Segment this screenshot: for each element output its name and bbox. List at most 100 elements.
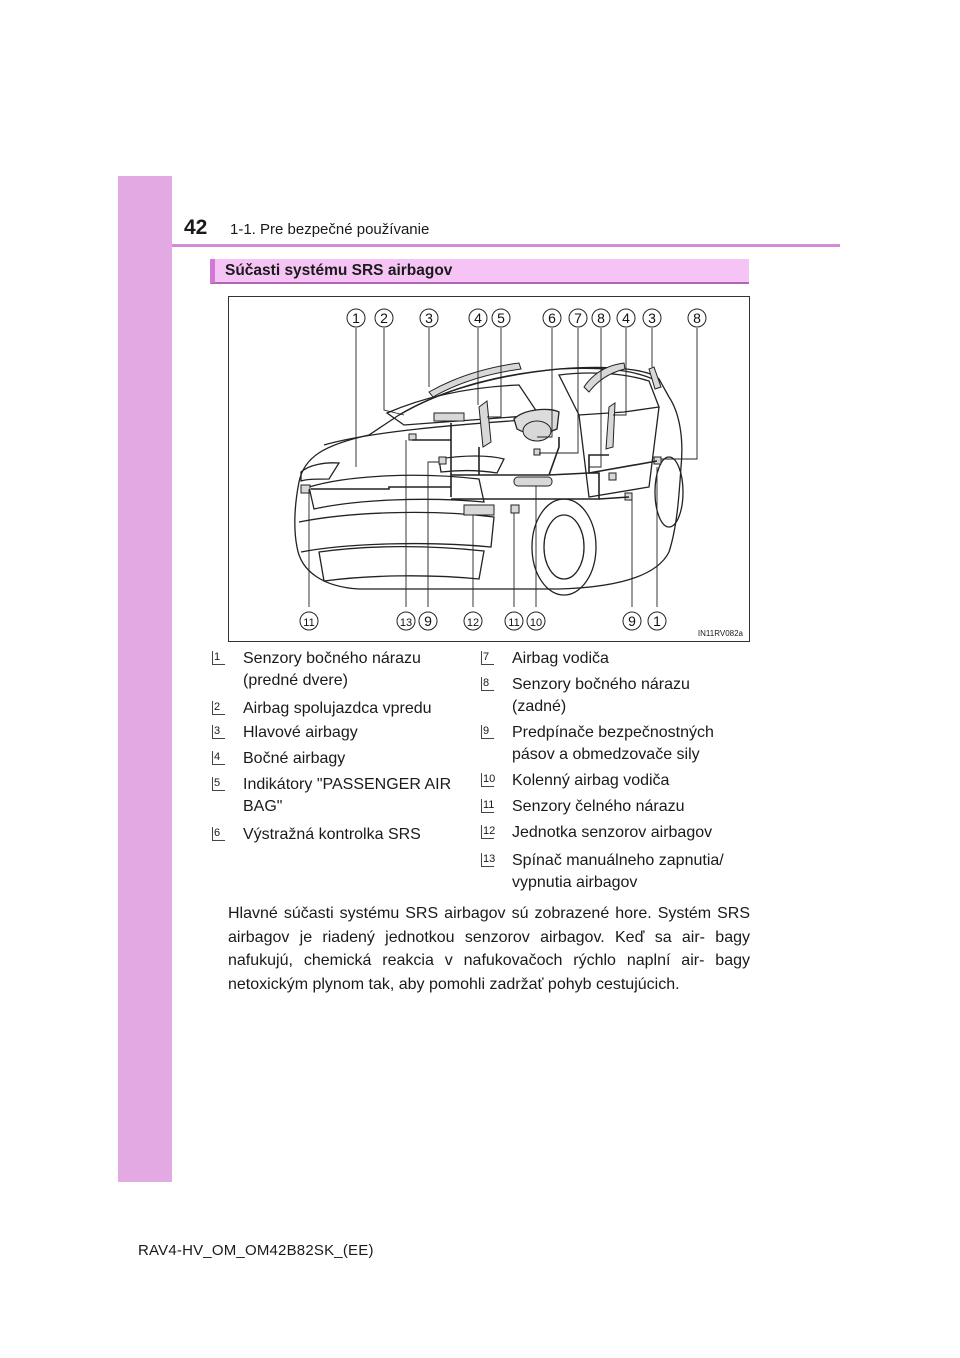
callout-circle bbox=[568, 308, 588, 328]
callout-circle bbox=[374, 308, 394, 328]
passenger-airbag bbox=[433, 412, 465, 422]
legend-number: 2 bbox=[212, 701, 225, 715]
callout-number: 8 bbox=[597, 310, 605, 326]
side-tab bbox=[118, 176, 172, 1182]
pretensioner-left bbox=[438, 456, 447, 465]
callout-circle bbox=[504, 611, 524, 631]
callout-number: 13 bbox=[400, 617, 412, 629]
legend-number: 10 bbox=[481, 773, 496, 787]
srs-warning-light bbox=[533, 448, 541, 456]
callout-circle bbox=[591, 308, 611, 328]
legend-number: 1 bbox=[212, 651, 225, 665]
legend-text: Airbag spolujazdca vpredu bbox=[243, 700, 432, 717]
legend-number: 6 bbox=[212, 827, 225, 841]
callout-number: 3 bbox=[425, 310, 433, 326]
headlight-right bbox=[438, 455, 505, 474]
callout-circle bbox=[616, 308, 636, 328]
legend-number: 7 bbox=[481, 651, 494, 665]
rear-wheel bbox=[654, 456, 684, 528]
legend-text: Spínač manuálneho zapnutia/ vypnutia air… bbox=[512, 852, 724, 891]
callout-circle bbox=[418, 611, 438, 631]
legend-number: 9 bbox=[481, 725, 494, 739]
callout-number: 9 bbox=[628, 613, 636, 629]
front-wheel bbox=[531, 498, 597, 596]
door-sensor-front bbox=[608, 472, 617, 481]
callout-number: 1 bbox=[352, 310, 360, 326]
side-window bbox=[558, 372, 660, 416]
front-grille bbox=[308, 474, 485, 510]
legend-number: 5 bbox=[212, 777, 225, 791]
curtain-airbag-right bbox=[583, 362, 626, 393]
callout-circle bbox=[396, 611, 416, 631]
knee-airbag bbox=[513, 476, 553, 487]
windshield bbox=[385, 384, 541, 426]
legend-text: Kolenný airbag vodiča bbox=[512, 772, 670, 789]
figure-code: IN11RV082a bbox=[697, 629, 743, 638]
callout-circle bbox=[419, 308, 439, 328]
legend-number: 13 bbox=[481, 853, 496, 867]
sensor-unit bbox=[463, 504, 495, 516]
section-heading-text: Súčasti systému SRS airbagov bbox=[225, 262, 453, 279]
front-bumper bbox=[298, 511, 495, 553]
curtain-airbag-left bbox=[428, 362, 522, 398]
callout-number: 4 bbox=[622, 310, 630, 326]
legend-number: 12 bbox=[481, 825, 496, 839]
callout-circle bbox=[647, 611, 667, 631]
door-line bbox=[578, 406, 660, 498]
hood-line bbox=[323, 418, 540, 446]
chapter-title: 1-1. Pre bezpečné používanie bbox=[230, 221, 430, 238]
callout-number: 11 bbox=[303, 617, 314, 629]
front-sensor-left bbox=[300, 484, 311, 494]
footer-doc-code: RAV4-HV_OM_OM42B82SK_(EE) bbox=[138, 1242, 374, 1259]
driver-airbag bbox=[522, 420, 552, 442]
legend-text: Senzory čelného nárazu bbox=[512, 798, 685, 815]
callout-circle bbox=[642, 308, 662, 328]
roof-line bbox=[398, 367, 658, 416]
legend-text: Airbag vodiča bbox=[512, 650, 609, 667]
legend-number: 8 bbox=[481, 677, 494, 691]
callout-number: 11 bbox=[508, 617, 519, 629]
callout-number: 12 bbox=[467, 617, 479, 629]
callout-number: 5 bbox=[497, 310, 505, 326]
legend-text: Predpínače bezpečnostných pásov a obmedz… bbox=[512, 724, 714, 763]
callout-number: 1 bbox=[653, 613, 661, 629]
legend-number: 11 bbox=[481, 799, 495, 813]
curtain-airbag-rear bbox=[648, 366, 662, 390]
page-number: 42 bbox=[184, 216, 208, 239]
legend-text: Senzory bočného nárazu (predné dvere) bbox=[243, 650, 421, 689]
legend-number: 3 bbox=[212, 725, 225, 739]
callout-circle bbox=[491, 308, 511, 328]
callout-circle bbox=[468, 308, 488, 328]
callout-number: 2 bbox=[380, 310, 388, 326]
callout-number: 4 bbox=[474, 310, 482, 326]
body-paragraph: Hlavné súčasti systému SRS airbagov sú z… bbox=[228, 905, 750, 993]
callout-number: 3 bbox=[648, 310, 656, 326]
airbag-off-switch bbox=[408, 433, 417, 441]
callout-circle bbox=[687, 308, 707, 328]
legend-text: Výstražná kontrolka SRS bbox=[243, 826, 421, 843]
legend-text: Bočné airbagy bbox=[243, 750, 346, 767]
headlight-left bbox=[300, 462, 341, 482]
callout-circle bbox=[463, 611, 483, 631]
callout-number: 8 bbox=[693, 310, 701, 326]
legend-number: 4 bbox=[212, 751, 225, 765]
callout-number: 9 bbox=[424, 613, 432, 629]
legend-text: Jednotka senzorov airbagov bbox=[512, 824, 713, 841]
door-sensor-rear bbox=[653, 456, 662, 465]
callout-circle bbox=[526, 611, 546, 631]
side-airbag-left bbox=[478, 400, 492, 448]
callout-circle bbox=[346, 308, 366, 328]
front-sensor-right bbox=[510, 504, 520, 514]
legend-text: Indikátory "PASSENGER AIR BAG" bbox=[243, 776, 452, 815]
legend-text: Senzory bočného nárazu (zadné) bbox=[512, 676, 690, 715]
callout-number: 6 bbox=[548, 310, 556, 326]
lower-grille bbox=[318, 545, 485, 582]
callout-number: 10 bbox=[530, 617, 542, 629]
header-rule bbox=[172, 244, 840, 247]
callout-circle bbox=[542, 308, 562, 328]
callout-number: 7 bbox=[574, 310, 582, 326]
callout-circle bbox=[622, 611, 642, 631]
side-airbag-right bbox=[605, 402, 616, 450]
